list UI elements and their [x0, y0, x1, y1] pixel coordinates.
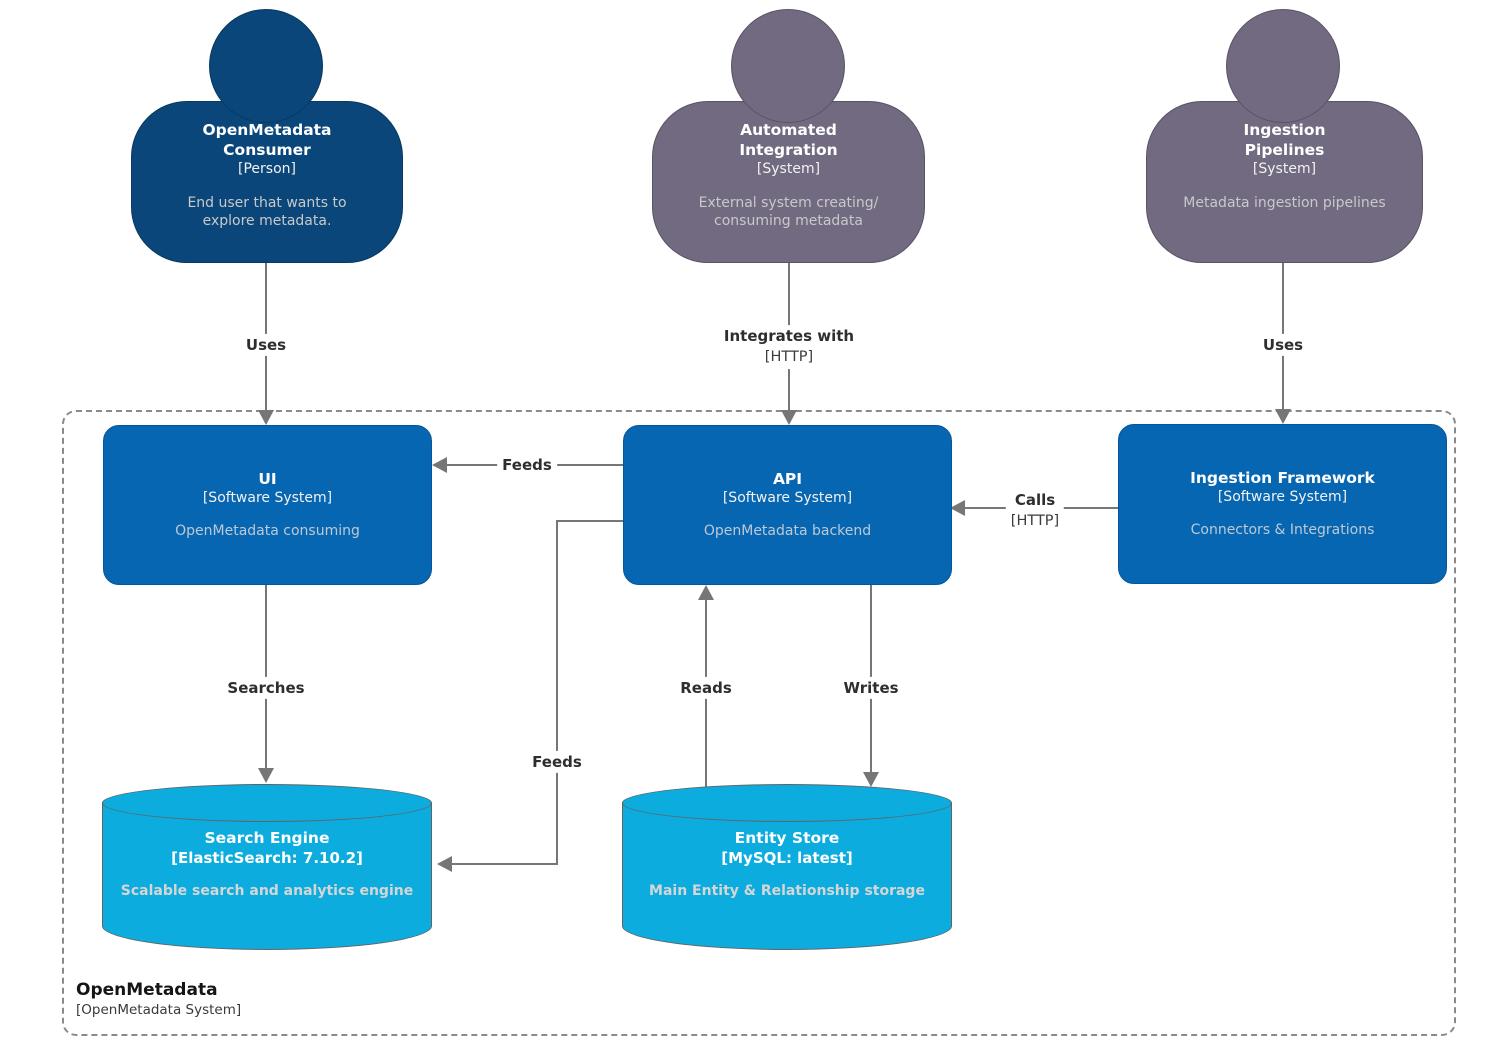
person-head-icon	[1226, 9, 1340, 123]
node-title: Automated Integration	[739, 121, 838, 160]
database-search-engine: Search Engine [ElasticSearch: 7.10.2] Sc…	[102, 784, 432, 950]
node-title: Entity Store	[734, 829, 840, 847]
node-type: [Person]	[238, 161, 296, 178]
boundary-title: OpenMetadata	[76, 980, 218, 1000]
edge-line	[556, 520, 558, 864]
arrowhead-up-icon	[698, 585, 714, 600]
node-description: Metadata ingestion pipelines	[1183, 195, 1386, 212]
node-description: External system creating/ consuming meta…	[698, 195, 879, 230]
edge-line	[452, 863, 558, 865]
node-description: OpenMetadata consuming	[175, 523, 360, 540]
person-head-icon	[209, 9, 323, 123]
arrowhead-left-icon	[437, 856, 452, 872]
node-title: OpenMetadata Consumer	[202, 121, 332, 160]
edge-label-reads: Reads	[675, 676, 737, 700]
arrowhead-down-icon	[258, 410, 274, 425]
cylinder-top-icon	[102, 784, 432, 822]
openmetadata-system-boundary: OpenMetadata [OpenMetadata System]	[62, 410, 1456, 1036]
edge-line	[556, 520, 623, 522]
node-description: End user that wants to explore metadata.	[187, 195, 347, 230]
system-automated-integration: Automated Integration [System] External …	[652, 101, 925, 263]
node-title: Ingestion Framework	[1190, 469, 1375, 488]
system-ui: UI [Software System] OpenMetadata consum…	[103, 425, 432, 585]
edge-label-searches: Searches	[222, 676, 310, 700]
edge-label-feeds: Feeds	[527, 750, 587, 774]
arrowhead-down-icon	[781, 410, 797, 425]
node-description: Main Entity & Relationship storage	[649, 883, 925, 900]
person-openmetadata-consumer: OpenMetadata Consumer [Person] End user …	[131, 101, 403, 263]
node-title: Search Engine	[204, 829, 330, 847]
edge-label-feeds: Feeds	[497, 453, 557, 477]
edge-label-uses: Uses	[1257, 333, 1309, 357]
node-title: Ingestion Pipelines	[1243, 121, 1326, 160]
boundary-label: OpenMetadata [OpenMetadata System]	[76, 980, 241, 1018]
person-head-icon	[731, 9, 845, 123]
boundary-subtitle: [OpenMetadata System]	[76, 1002, 242, 1018]
edge-protocol: [HTTP]	[1010, 513, 1060, 530]
node-description: Connectors & Integrations	[1190, 522, 1375, 539]
arrowhead-left-icon	[950, 500, 965, 516]
arrowhead-down-icon	[258, 768, 274, 783]
database-entity-store: Entity Store [MySQL: latest] Main Entity…	[622, 784, 952, 950]
arrowhead-left-icon	[432, 457, 447, 473]
edge-protocol: [HTTP]	[764, 349, 814, 366]
node-title: UI	[258, 470, 277, 489]
edge-label-calls: Calls [HTTP]	[1005, 489, 1065, 533]
node-type: [ElasticSearch: 7.10.2]	[171, 849, 363, 868]
edge-label-uses: Uses	[240, 333, 292, 357]
node-type: [System]	[1252, 161, 1317, 178]
arrowhead-down-icon	[1275, 409, 1291, 424]
edge-label-writes: Writes	[838, 676, 904, 700]
node-description: OpenMetadata backend	[703, 523, 872, 540]
edge-label-integrates-with: Integrates with [HTTP]	[718, 325, 860, 369]
node-type: [MySQL: latest]	[721, 849, 853, 868]
node-type: [Software System]	[202, 490, 333, 507]
node-type: [Software System]	[1217, 489, 1348, 506]
system-api: API [Software System] OpenMetadata backe…	[623, 425, 952, 585]
node-type: [Software System]	[722, 490, 853, 507]
cylinder-body	[102, 803, 432, 950]
node-description: Scalable search and analytics engine	[120, 883, 414, 900]
system-ingestion-framework: Ingestion Framework [Software System] Co…	[1118, 424, 1447, 584]
node-title: API	[772, 470, 803, 489]
arrowhead-down-icon	[863, 772, 879, 787]
cylinder-body	[622, 803, 952, 950]
system-ingestion-pipelines: Ingestion Pipelines [System] Metadata in…	[1146, 101, 1423, 263]
node-type: [System]	[756, 161, 821, 178]
cylinder-top-icon	[622, 784, 952, 822]
